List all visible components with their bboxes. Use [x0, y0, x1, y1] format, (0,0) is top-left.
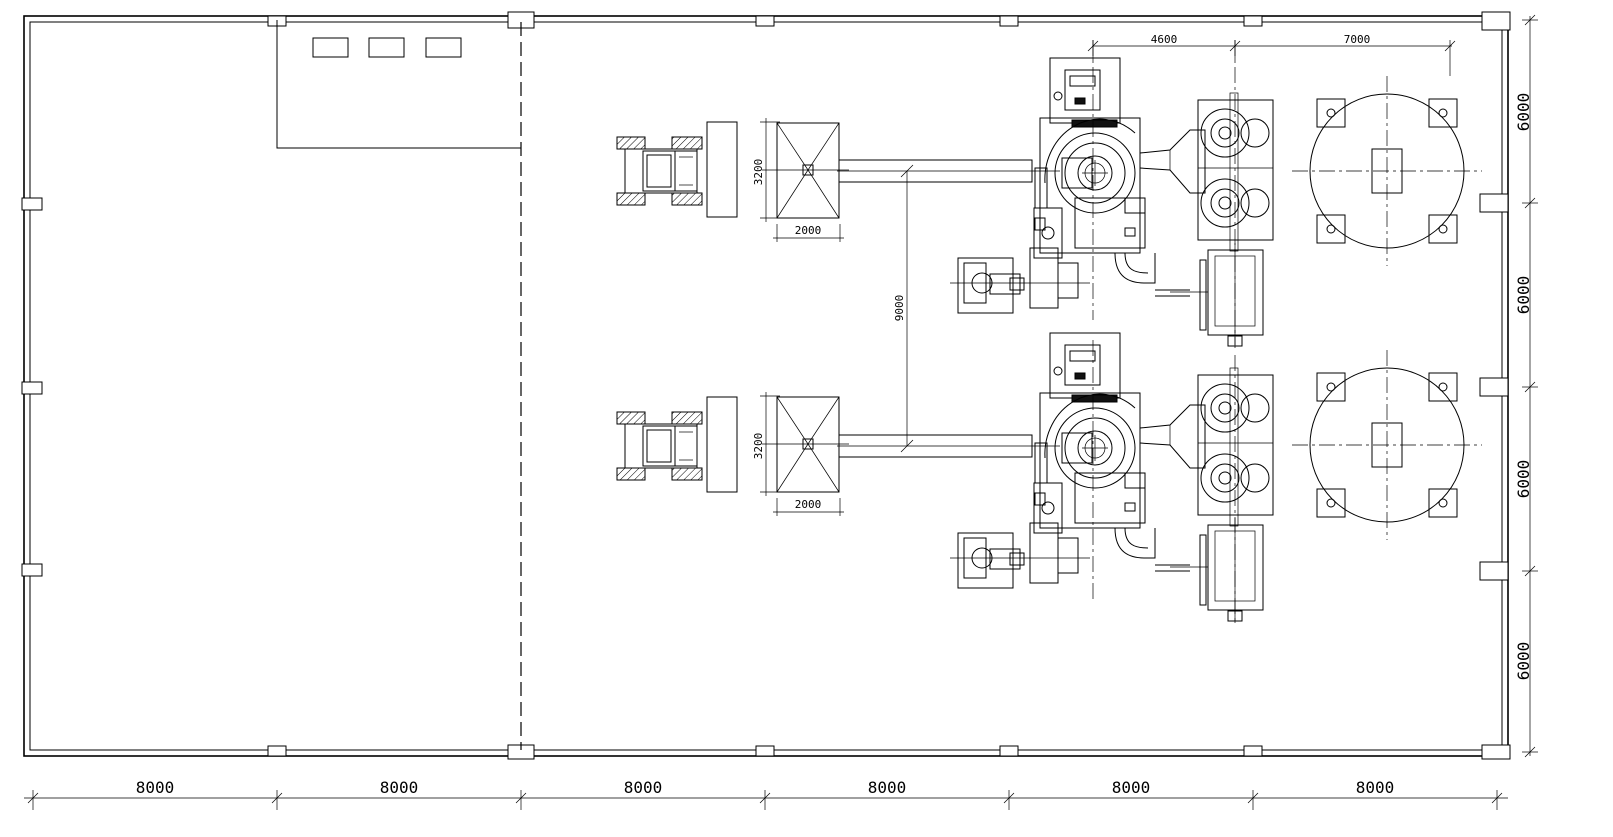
- unit-dimensions-2: 3200 2000: [752, 392, 844, 516]
- assembly-centerlines: [1092, 40, 1236, 625]
- inner-dimension-label: 9000: [893, 295, 906, 322]
- right-dim-label-2: 6000: [1514, 276, 1533, 315]
- right-dim-label-3: 6000: [1514, 460, 1533, 499]
- bottom-dim-label-6: 8000: [1356, 778, 1395, 797]
- feeder-line-1: [616, 121, 1060, 219]
- unit-width-label-1: 2000: [795, 224, 822, 237]
- bottom-dim-label-4: 8000: [868, 778, 907, 797]
- unit-dimensions-1: 3200 2000: [752, 118, 844, 242]
- top-dim-label-1: 4600: [1151, 33, 1178, 46]
- unit-height-label-1: 3200: [752, 159, 765, 186]
- bottom-dim-label-3: 8000: [624, 778, 663, 797]
- tank-1: [1291, 75, 1483, 267]
- inner-dimension-vertical: 9000: [893, 164, 914, 453]
- structural-columns: [21, 11, 1511, 760]
- bottom-dim-label-2: 8000: [380, 778, 419, 797]
- pump-assembly-2: [949, 332, 1274, 624]
- bottom-dim-label-5: 8000: [1112, 778, 1151, 797]
- bottom-dimensions: 8000 8000 8000 8000 8000 8000: [24, 778, 1508, 810]
- right-dim-label-4: 6000: [1514, 642, 1533, 681]
- bottom-dim-label-1: 8000: [136, 778, 175, 797]
- tank-2: [1291, 349, 1483, 541]
- right-dimensions: 6000 6000 6000 6000: [1514, 14, 1538, 758]
- pump-assembly-1: [949, 57, 1274, 349]
- unit-height-label-2: 3200: [752, 433, 765, 460]
- control-room: [276, 20, 521, 149]
- feeder-line-2: [616, 396, 1060, 493]
- unit-width-label-2: 2000: [795, 498, 822, 511]
- right-dim-label-1: 6000: [1514, 93, 1533, 132]
- top-dim-label-2: 7000: [1344, 33, 1371, 46]
- top-dimensions: 4600 7000: [1087, 33, 1456, 76]
